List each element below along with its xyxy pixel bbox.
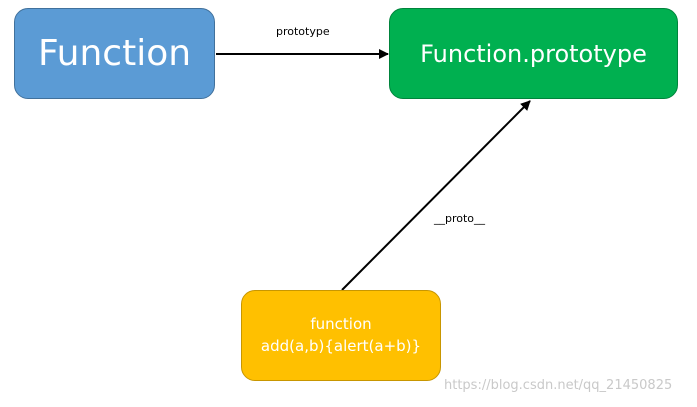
add-function-keyword: function xyxy=(310,314,372,333)
add-function-signature: add(a,b){alert(a+b)} xyxy=(260,336,422,355)
function-node: Function xyxy=(14,8,215,99)
function-node-label: Function xyxy=(37,33,192,74)
proto-arrow xyxy=(341,100,531,291)
watermark: https://blog.csdn.net/qq_21450825 xyxy=(444,378,673,393)
function-prototype-node: Function.prototype xyxy=(389,8,678,99)
prototype-edge-label: prototype xyxy=(276,25,330,38)
proto-edge-label: __proto__ xyxy=(434,212,486,225)
add-function-node: function add(a,b){alert(a+b)} xyxy=(241,290,441,381)
function-prototype-node-label: Function.prototype xyxy=(420,39,647,68)
